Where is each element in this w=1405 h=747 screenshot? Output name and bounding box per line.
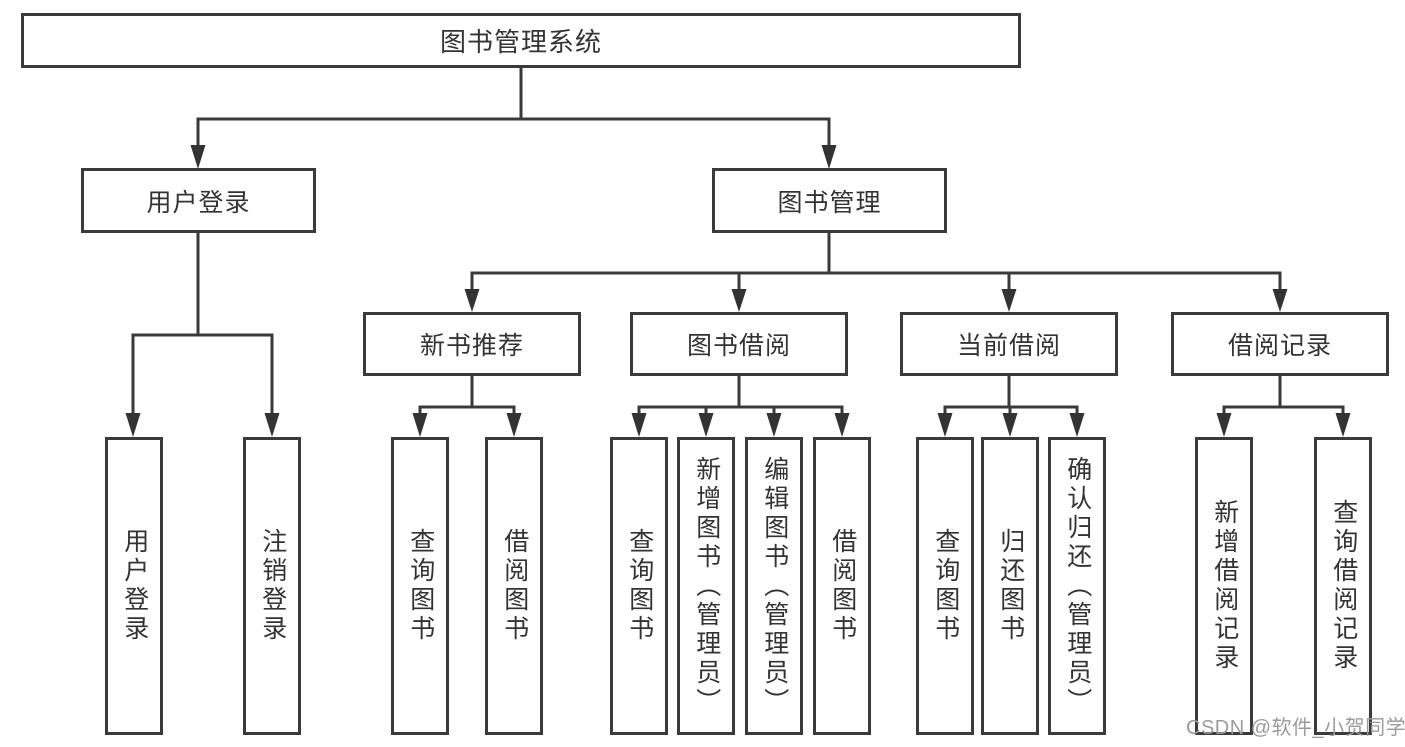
node-book-borrowing: 图书借阅 bbox=[630, 312, 848, 376]
node-user-login: 用户登录 bbox=[81, 168, 316, 233]
connector-borrow-records-children bbox=[1216, 376, 1351, 437]
leaf-borrowing-add-books-admin: 新增图书（管理员） bbox=[677, 437, 735, 735]
leaf-borrowing-edit-books-admin: 编辑图书（管理员） bbox=[745, 437, 803, 735]
leaf-user-login: 用户登录 bbox=[105, 437, 163, 735]
leaf-records-add-borrow-record: 新增借阅记录 bbox=[1195, 437, 1253, 735]
leaf-logout: 注销登录 bbox=[243, 437, 301, 735]
connector-current-borrow-children bbox=[937, 376, 1085, 437]
node-book-management: 图书管理 bbox=[712, 168, 947, 233]
connector-root-to-level2 bbox=[190, 68, 837, 169]
leaf-borrowing-query-books: 查询图书 bbox=[610, 437, 668, 735]
leaf-current-confirm-return-admin: 确认归还（管理员） bbox=[1048, 437, 1106, 735]
leaf-newbooks-borrow-books: 借阅图书 bbox=[485, 437, 543, 735]
node-borrow-records: 借阅记录 bbox=[1171, 312, 1389, 376]
leaf-current-query-books: 查询图书 bbox=[916, 437, 974, 735]
leaf-current-return-books: 归还图书 bbox=[981, 437, 1039, 735]
node-new-book-recommend: 新书推荐 bbox=[363, 312, 581, 376]
connector-book-borrow-children bbox=[631, 376, 850, 437]
node-library-system-root: 图书管理系统 bbox=[21, 13, 1021, 68]
connector-book-mgmt-children bbox=[464, 233, 1288, 312]
connector-user-login-children bbox=[125, 233, 280, 437]
node-current-borrowing: 当前借阅 bbox=[900, 312, 1118, 376]
csdn-watermark: CSDN @软件_小贺同学 bbox=[1186, 717, 1405, 739]
leaf-newbooks-query-books: 查询图书 bbox=[391, 437, 449, 735]
connector-new-books-children bbox=[412, 376, 522, 437]
leaf-records-query-borrow-record: 查询借阅记录 bbox=[1314, 437, 1372, 735]
leaf-borrowing-borrow-books: 借阅图书 bbox=[813, 437, 871, 735]
